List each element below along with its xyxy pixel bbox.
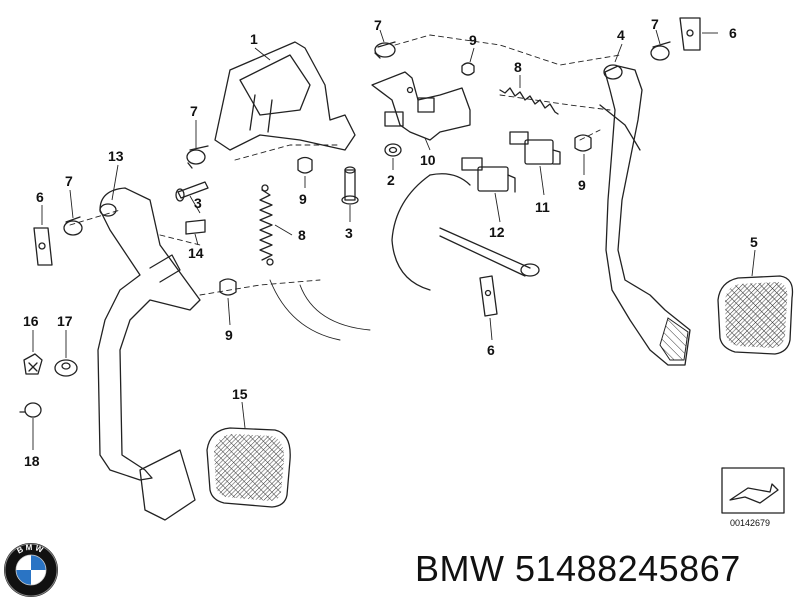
callout-9c: 9	[225, 327, 233, 343]
callout-6b: 6	[487, 342, 495, 358]
callout-6a: 6	[36, 189, 44, 205]
callout-3a: 3	[194, 195, 202, 211]
brake-light-switch	[509, 131, 561, 165]
callout-17: 17	[57, 313, 73, 329]
clutch-switch	[461, 157, 516, 193]
callout-18: 18	[24, 453, 40, 469]
clip-right	[679, 17, 701, 51]
bushing-right	[650, 41, 671, 61]
bmw-logo: BMW	[4, 543, 58, 597]
bolt-left	[175, 181, 209, 202]
pedal-pad-5	[717, 275, 794, 355]
callout-labels: 1 2 3 3 4 5 6 6 6 7 7 7 7 8 8 9 9 9 9 10…	[23, 16, 770, 528]
clutch-pedal	[97, 187, 201, 521]
callout-14: 14	[188, 245, 204, 261]
callout-9b: 9	[299, 191, 307, 207]
callout-7c: 7	[65, 173, 73, 189]
callout-6c: 6	[729, 25, 737, 41]
clip-centre	[479, 275, 498, 317]
callout-3b: 3	[345, 225, 353, 241]
callout-15: 15	[232, 386, 248, 402]
pedal-bracket	[214, 41, 356, 151]
logo-letters: BMW	[16, 543, 45, 556]
callout-5: 5	[750, 234, 758, 250]
brake-pedal-foot-texture	[659, 317, 689, 361]
callout-8a: 8	[514, 59, 522, 75]
rubber-stop-lower	[219, 278, 237, 296]
stud-18	[19, 402, 42, 418]
pedal-guide-curves	[269, 279, 371, 341]
bushing-left-lower	[63, 216, 83, 236]
return-spring-middle	[259, 184, 274, 266]
caption-brand: BMW	[415, 548, 505, 589]
callout-8b: 8	[298, 227, 306, 243]
clip-small	[185, 219, 206, 235]
rubber-stop-top	[461, 62, 475, 76]
callout-11: 11	[535, 199, 550, 215]
nut	[384, 143, 402, 157]
callout-7b: 7	[190, 103, 198, 119]
callout-10: 10	[420, 152, 436, 168]
callout-1: 1	[250, 31, 258, 47]
callout-9d: 9	[578, 177, 586, 193]
corner-symbol	[721, 467, 785, 514]
washer-17	[54, 359, 78, 377]
part-caption: BMW 51488245867	[415, 548, 741, 590]
rubber-stop-right	[574, 134, 592, 152]
bushing-left-upper	[186, 145, 209, 169]
switch-bracket	[371, 71, 471, 141]
clip-left	[33, 227, 53, 266]
pedal-pad-15	[206, 427, 291, 508]
bushing-top	[374, 41, 396, 59]
diagram-part-code: 00142679	[730, 518, 770, 528]
logo-quadrant-blue-2	[16, 570, 31, 585]
screw-16	[23, 353, 43, 375]
rubber-stop-middle	[297, 156, 313, 174]
callout-9a: 9	[469, 32, 477, 48]
callout-16: 16	[23, 313, 39, 329]
bolt-middle	[341, 166, 359, 205]
callout-7a: 7	[374, 17, 382, 33]
callout-7d: 7	[651, 16, 659, 32]
pad-15-texture-cross	[214, 434, 285, 501]
callout-13: 13	[108, 148, 124, 164]
brake-booster	[391, 173, 540, 291]
return-spring-top	[499, 87, 559, 115]
logo-quadrant-blue-1	[31, 555, 46, 570]
callout-leaders	[32, 29, 756, 450]
callout-4: 4	[617, 27, 625, 43]
pad-5-texture-cross	[725, 282, 788, 348]
callout-2: 2	[387, 172, 395, 188]
brake-pedal	[599, 64, 691, 366]
caption-part-number: 51488245867	[515, 548, 741, 589]
callout-12: 12	[489, 224, 505, 240]
dashed-leaders	[69, 34, 621, 296]
svg-text:BMW: BMW	[16, 543, 47, 556]
